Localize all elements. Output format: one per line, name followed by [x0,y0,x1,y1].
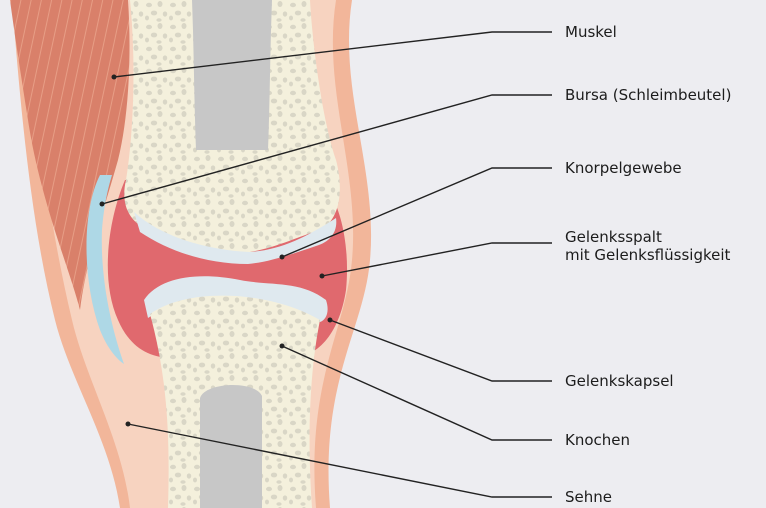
label-sehne: Sehne [565,488,612,506]
label-muskel: Muskel [565,23,617,41]
label-knorpelgewebe: Knorpelgewebe [565,159,682,177]
femur-marrow [192,0,272,150]
label-knochen: Knochen [565,431,630,449]
label-gelenksspalt: Gelenksspalt mit Gelenksflüssigkeit [565,228,730,264]
tibia-marrow [200,385,262,508]
label-gelenksspalt-line1: Gelenksspalt [565,228,730,246]
leader-gelenkskapsel [330,320,552,381]
label-gelenksspalt-line2: mit Gelenksflüssigkeit [565,246,730,264]
label-bursa: Bursa (Schleimbeutel) [565,86,731,104]
label-gelenkskapsel: Gelenkskapsel [565,372,674,390]
